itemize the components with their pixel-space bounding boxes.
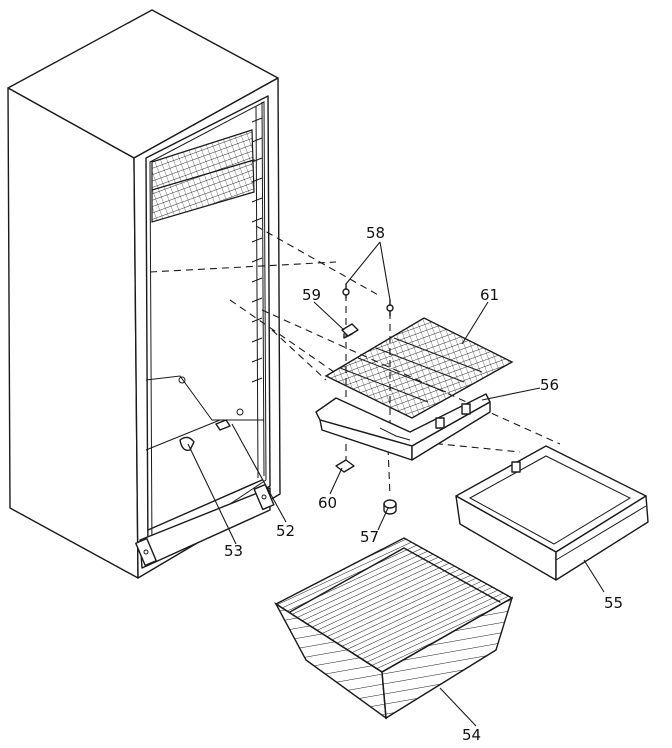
shelf-frame-part-56: [315, 393, 491, 461]
callout-55: 55: [604, 594, 623, 612]
wire-shelf-part-61: [324, 317, 514, 419]
callout-61: 61: [480, 286, 499, 304]
callout-60: 60: [318, 494, 337, 512]
callout-labels: 58 59 61 56 60 57 52 53 55 54: [224, 224, 623, 744]
callout-53: 53: [224, 542, 243, 560]
callout-leaders: [187, 241, 605, 727]
callout-57: 57: [360, 528, 379, 546]
bushing-part-57: [383, 499, 397, 515]
callout-52: 52: [276, 522, 295, 540]
callout-56: 56: [540, 376, 559, 394]
clip-part-59: [341, 323, 359, 339]
callout-54: 54: [462, 726, 481, 744]
callout-59: 59: [302, 286, 321, 304]
crisper-drawer-part-55: [455, 445, 649, 581]
refrigerator-cabinet: [7, 9, 281, 579]
drawer-bin-part-54: [274, 537, 514, 720]
callout-58: 58: [366, 224, 385, 242]
bracket-part-60: [335, 459, 355, 473]
screws-part-58: [342, 283, 394, 317]
